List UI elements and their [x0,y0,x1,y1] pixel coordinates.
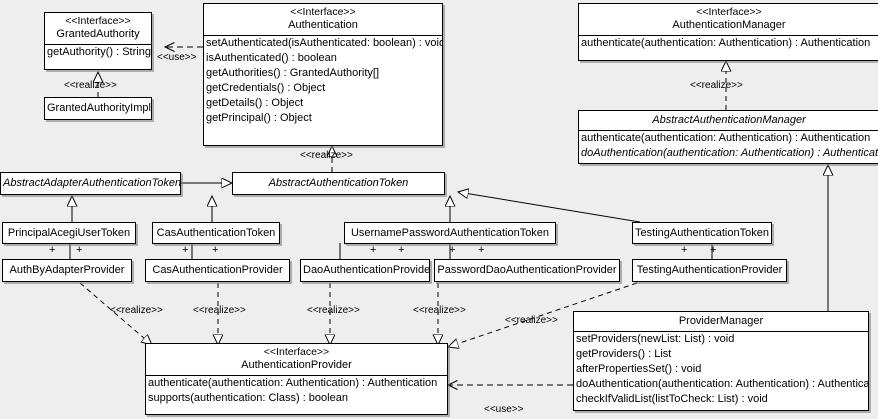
operation: authenticate(authentication: Authenticat… [148,377,438,389]
class-name: AbstractAuthenticationManager [652,114,806,126]
operation: authenticate(authentication: Authenticat… [581,132,871,144]
stereotype-label: <<Interface>> [263,346,330,358]
class-dao-authentication-provider[interactable]: DaoAuthenticationProvider [300,259,430,282]
class-header: ProviderManager [574,312,868,331]
class-name: UsernamePasswordAuthenticationToken [350,227,550,239]
class-name: TestingAuthenticationToken [635,227,769,239]
operations-compartment: setProviders(newList: List) : void getPr… [574,331,868,407]
relationship-label-realize-authentication-token: <<realize>> [300,150,353,161]
operations-compartment: authenticate(authentication: Authenticat… [579,130,878,161]
class-password-dao-authentication-provider[interactable]: PasswordDaoAuthenticationProvider [434,259,620,282]
operation: getAuthority() : String [47,46,151,58]
class-authentication-manager[interactable]: <<Interface>> AuthenticationManager auth… [578,3,878,61]
association-marker: + [681,244,688,256]
association-marker: + [49,244,56,256]
operations-compartment: authenticate(authentication: Authenticat… [579,35,878,51]
class-abstract-authentication-manager[interactable]: AbstractAuthenticationManager authentica… [578,110,878,164]
operation: getPrincipal() : Object [206,112,312,124]
operations-compartment: getAuthority() : String [45,44,151,60]
class-header: <<Interface>> AuthenticationProvider [146,344,447,375]
association-marker: + [212,244,219,256]
relationship-label-use-granted-authority: <<use>> [157,52,197,63]
class-username-password-authentication-token[interactable]: UsernamePasswordAuthenticationToken [344,222,556,244]
class-name: ProviderManager [678,315,764,327]
association-marker: + [710,244,717,256]
class-name: Authentication [288,19,358,31]
class-abstract-adapter-authentication-token[interactable]: AbstractAdapterAuthenticationToken [0,172,181,195]
relationship-label-realize-cas-provider: <<realize>> [193,305,246,316]
class-name: AuthenticationManager [672,19,786,31]
class-provider-manager[interactable]: ProviderManager setProviders(newList: Li… [573,311,869,411]
class-name: CasAuthenticationProvider [152,264,283,276]
operations-compartment: authenticate(authentication: Authenticat… [146,375,447,406]
relationship-label-realize-abstract-auth-manager: <<realize>> [690,80,743,91]
class-header: <<Interface>> AuthenticationManager [579,4,878,35]
operation: setProviders(newList: List) : void [576,333,735,345]
operation: afterPropertiesSet() : void [576,363,702,375]
class-name: AbstractAdapterAuthenticationToken [3,177,180,189]
operation: doAuthentication(authentication: Authent… [576,378,868,390]
operations-compartment: setAuthenticated(isAuthenticated: boolea… [204,35,442,126]
operation: isAuthenticated() : boolean [206,52,337,64]
class-header: AbstractAuthenticationManager [579,111,878,130]
association-marker: + [398,244,405,256]
class-granted-authority-impl[interactable]: GrantedAuthorityImpl [44,97,152,120]
operation: getAuthorities() : GrantedAuthority[] [206,67,380,79]
class-name: TestingAuthenticationProvider [636,264,783,276]
class-name: AuthByAdapterProvider [9,264,125,276]
relationship-label-realize-testing-provider: <<realize>> [505,315,558,326]
relationship-label-realize-dao-provider: <<realize>> [307,305,360,316]
relationship-label-realize-password-dao-provider: <<realize>> [413,305,466,316]
class-cas-authentication-provider[interactable]: CasAuthenticationProvider [145,259,290,282]
class-name: DaoAuthenticationProvider [303,264,429,276]
operation: checkIfValidList(listToCheck: List) : vo… [576,393,768,405]
class-authentication-provider[interactable]: <<Interface>> AuthenticationProvider aut… [145,343,448,415]
relationship-label-realize-granted-authority-impl: <<realize>> [64,80,117,91]
association-marker: + [182,244,189,256]
association-marker: + [449,244,456,256]
stereotype-label: <<Interface>> [290,6,356,18]
relationship-label-use-provider-manager: <<use>> [484,404,524,415]
class-name: AbstractAuthenticationToken [268,177,409,189]
association-marker: + [76,244,83,256]
class-header: <<Interface>> GrantedAuthority [45,13,151,44]
operation: supports(authentication: Class) : boolea… [148,392,348,404]
association-marker: + [370,244,377,256]
class-principal-acegi-user-token[interactable]: PrincipalAcegiUserToken [2,222,136,244]
operation: doAuthentication(authentication: Authent… [581,147,878,159]
class-testing-authentication-token[interactable]: TestingAuthenticationToken [632,222,772,244]
class-name: GrantedAuthority [56,28,140,40]
class-name: PrincipalAcegiUserToken [7,227,131,239]
class-name: GrantedAuthorityImpl [47,102,151,114]
operation: getCredentials() : Object [206,82,326,94]
operation: authenticate(authentication: Authenticat… [581,37,871,49]
operation: getProviders() : List [576,348,672,360]
operation: getDetails() : Object [206,97,304,109]
class-name: AuthenticationProvider [241,359,352,371]
stereotype-label: <<Interface>> [696,6,762,18]
class-header: <<Interface>> Authentication [204,4,442,35]
association-marker: + [478,244,485,256]
class-auth-by-adapter-provider[interactable]: AuthByAdapterProvider [2,259,132,282]
operation: setAuthenticated(isAuthenticated: boolea… [206,37,442,49]
class-granted-authority[interactable]: <<Interface>> GrantedAuthority getAuthor… [44,12,152,70]
class-cas-authentication-token[interactable]: CasAuthenticationToken [152,222,280,244]
class-testing-authentication-provider[interactable]: TestingAuthenticationProvider [632,259,787,282]
stereotype-label: <<Interface>> [65,15,131,27]
class-name: CasAuthenticationToken [156,227,276,239]
class-authentication[interactable]: <<Interface>> Authentication setAuthenti… [203,3,443,146]
class-abstract-authentication-token[interactable]: AbstractAuthenticationToken [232,172,445,195]
relationship-label-realize-auth-by-adapter: <<realize>> [110,305,163,316]
class-name: PasswordDaoAuthenticationProvider [437,264,617,276]
